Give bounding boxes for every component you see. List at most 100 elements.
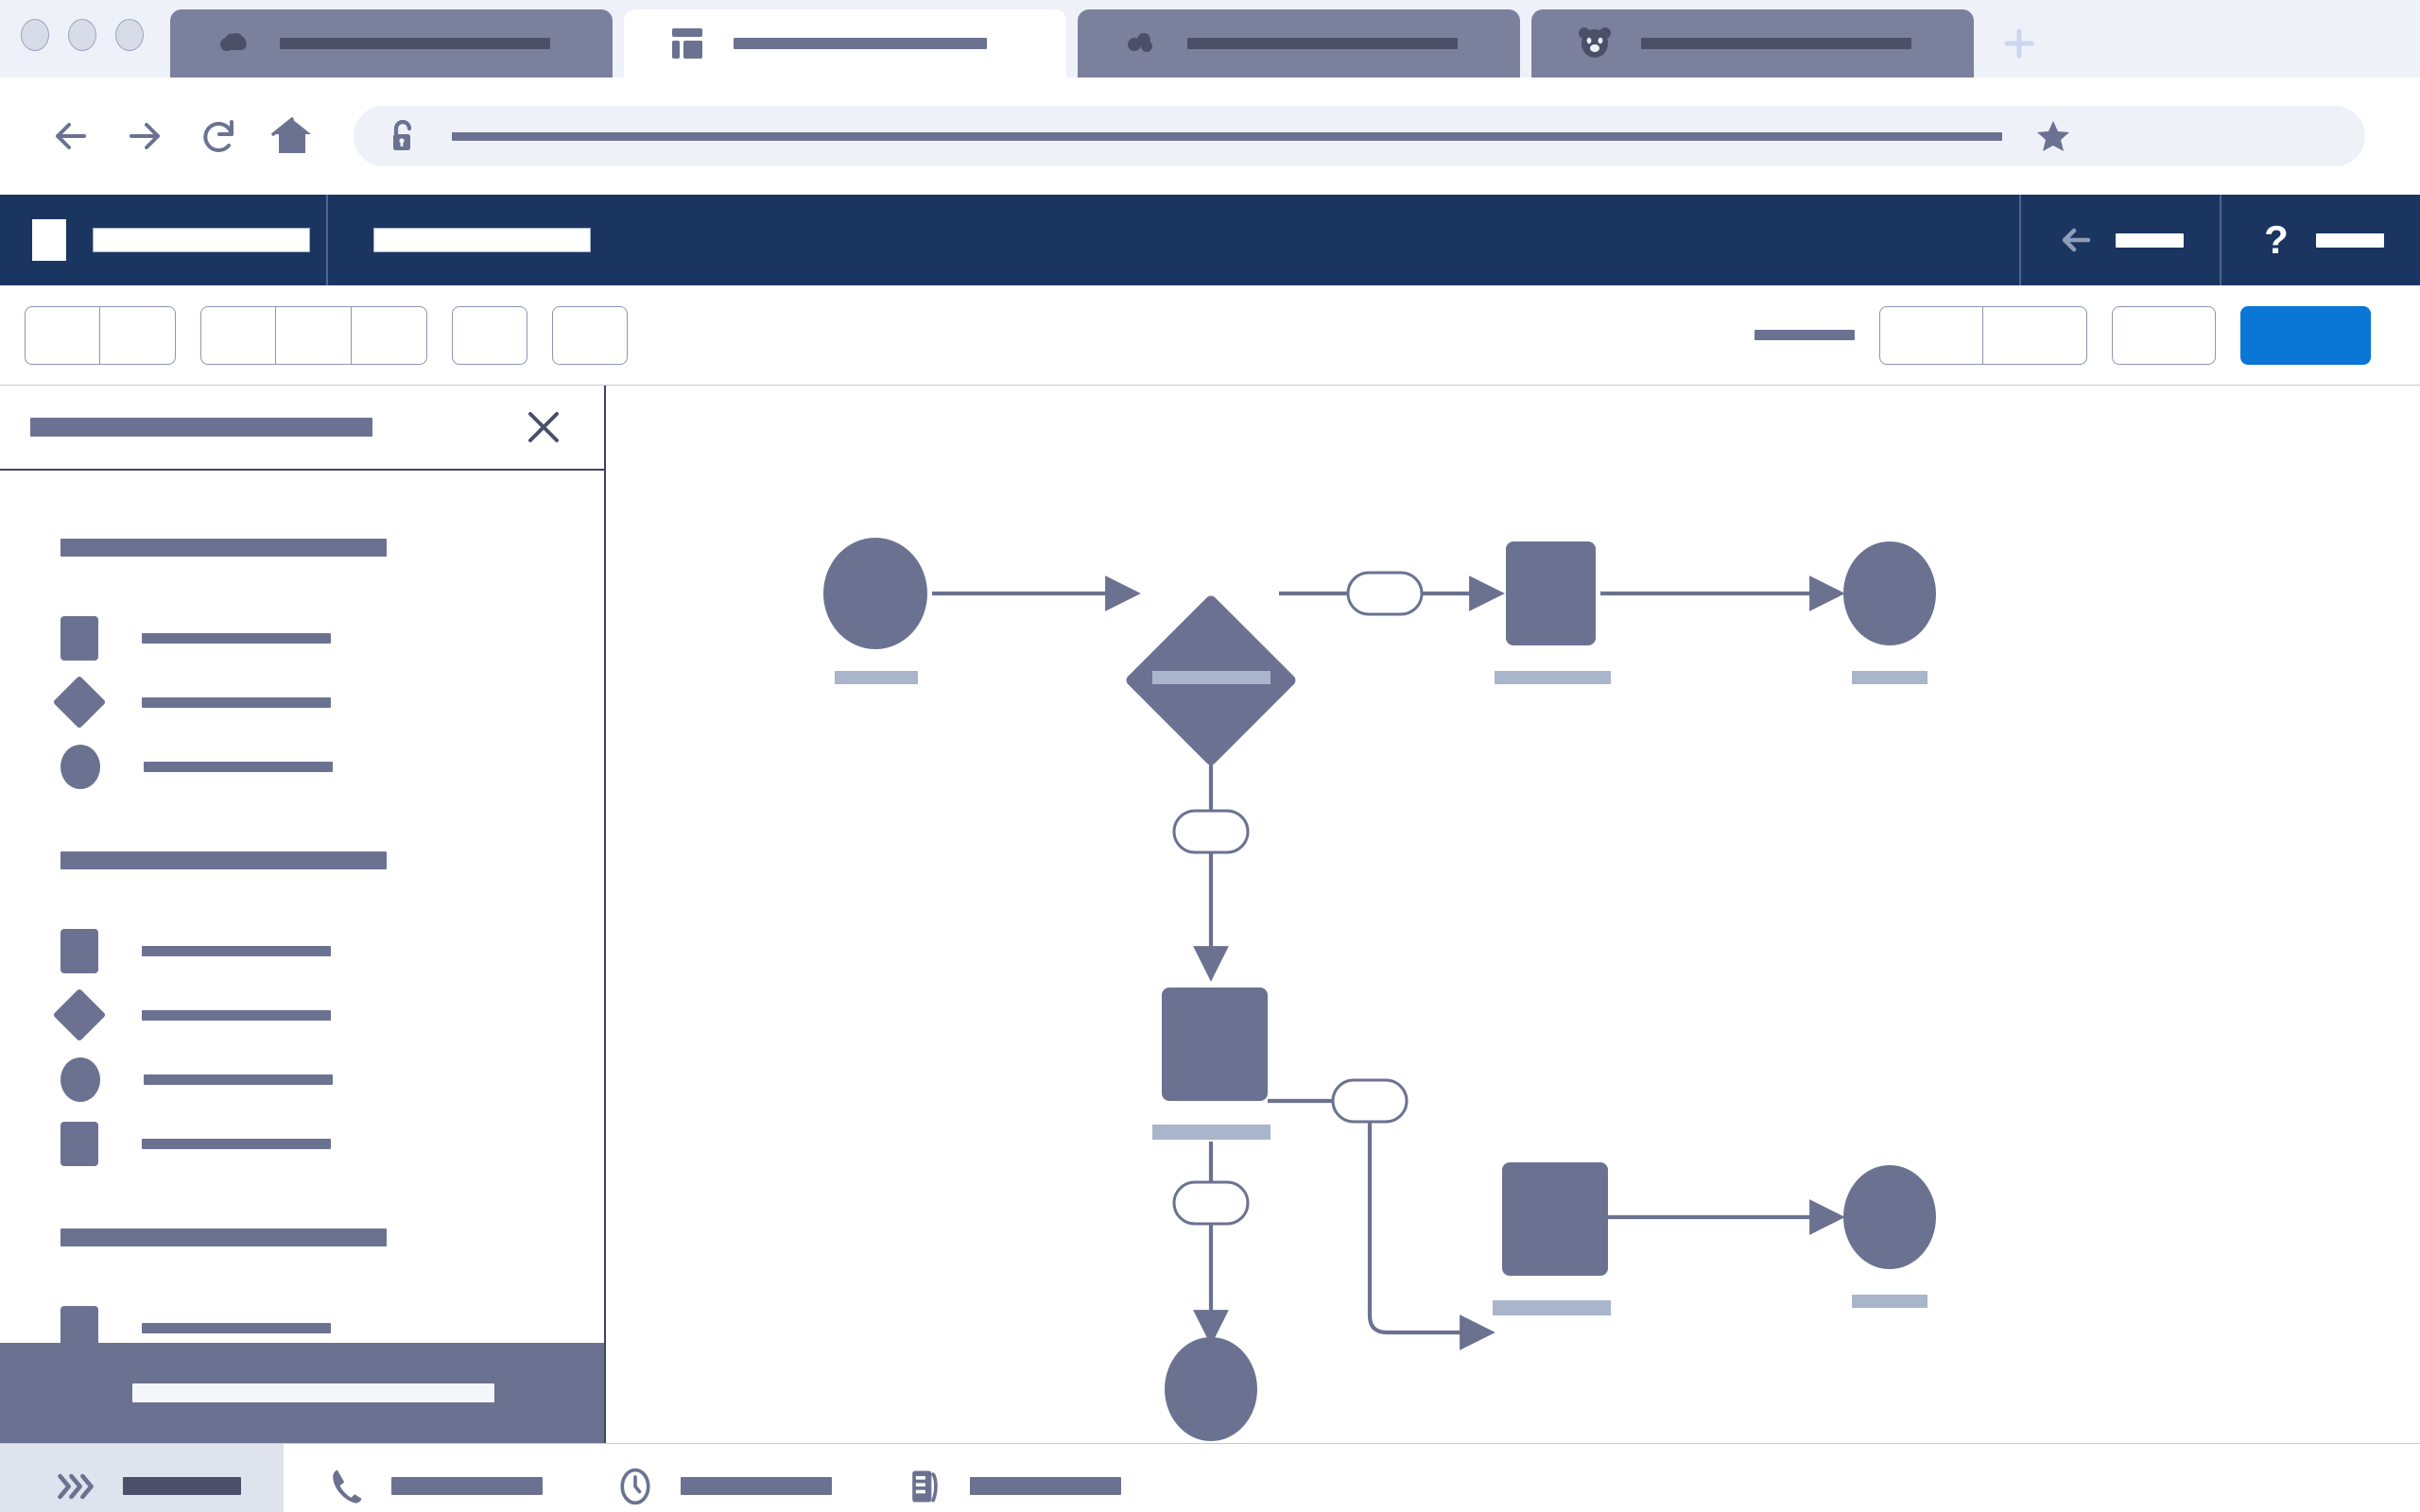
arrow-left-icon [2057, 221, 2095, 259]
toolbar-button-6[interactable] [452, 305, 527, 365]
edge-label-pill[interactable] [1331, 1078, 1409, 1124]
square-icon [60, 928, 98, 973]
sidebar-title [30, 418, 372, 437]
question-mark-icon: ? [2264, 217, 2289, 262]
toolbar-right-button-2[interactable] [1983, 305, 2087, 365]
sidebar-item-label [142, 632, 331, 644]
star-icon[interactable] [2034, 117, 2072, 155]
app-toolbar [0, 285, 2420, 386]
flow-node-start[interactable] [823, 538, 927, 649]
sidebar-item-label [144, 1074, 333, 1085]
sidebar-item-2-2[interactable] [52, 983, 604, 1047]
flow-node-end-2[interactable] [1843, 1165, 1936, 1269]
flow-node-end-1[interactable] [1843, 541, 1936, 645]
sidebar-item-label [142, 1009, 331, 1021]
sidebar-footer-overlay[interactable] [0, 1343, 604, 1443]
tab-title [1641, 38, 1911, 49]
tab-title [1187, 38, 1458, 49]
edge-label-pill[interactable] [1172, 809, 1250, 854]
toolbar-button-7[interactable] [552, 305, 628, 365]
toolbar-right-button-3[interactable] [2112, 305, 2216, 365]
window-controls [21, 19, 144, 51]
flow-node-task-3[interactable] [1502, 1162, 1608, 1276]
toolbar-button-3[interactable] [200, 305, 276, 365]
status-item-phone[interactable] [325, 1464, 614, 1509]
edge-n5-n6 [1268, 1098, 1495, 1350]
sidebar-section-1 [52, 539, 604, 799]
square-icon [60, 1121, 98, 1166]
sidebar-item-2-3[interactable] [60, 1047, 604, 1111]
close-dot[interactable] [21, 19, 49, 51]
sidebar-item-3-1[interactable] [60, 1296, 604, 1360]
maximize-dot[interactable] [115, 19, 144, 51]
flow-node-label [1852, 1295, 1927, 1308]
sidebar-expand-toggle[interactable] [0, 1444, 284, 1512]
flow-node-task-2[interactable] [1162, 988, 1268, 1101]
flow-edges [932, 576, 1845, 1350]
app-brand-title [93, 228, 310, 252]
double-chevron-right-icon [55, 1464, 96, 1509]
sidebar-item-2-1[interactable] [60, 919, 604, 983]
sidebar-item-2-4[interactable] [60, 1111, 604, 1176]
browser-tab-2-active[interactable] [624, 9, 1066, 77]
sidebar-section-2 [52, 851, 604, 1176]
toolbar-button-4[interactable] [276, 305, 352, 365]
app-brand[interactable] [0, 195, 328, 285]
bear-face-icon [1575, 24, 1615, 63]
edge-label-pill[interactable] [1346, 571, 1424, 616]
app-header-actions: ? [2019, 195, 2420, 285]
left-sidebar-panel [0, 386, 606, 1443]
browser-tab-3[interactable] [1078, 9, 1520, 77]
toolbar-right-group-1 [1879, 305, 2087, 365]
circle-icon [60, 1057, 100, 1102]
diamond-icon [52, 988, 107, 1042]
app-body [0, 386, 2420, 1443]
header-back-label [2116, 232, 2184, 248]
close-x-icon[interactable] [523, 406, 564, 448]
flow-node-label [1495, 671, 1611, 684]
diagram-canvas[interactable] [606, 386, 2420, 1443]
toolbar-button-5[interactable] [352, 305, 427, 365]
sidebar-item-label [142, 1138, 331, 1149]
home-button[interactable] [255, 99, 329, 173]
forward-button[interactable] [108, 99, 182, 173]
back-button[interactable] [34, 99, 108, 173]
browser-tab-4[interactable] [1531, 9, 1974, 77]
flow-node-label [1852, 671, 1927, 684]
sidebar-item-1-3[interactable] [60, 734, 604, 799]
sidebar-item-1-2[interactable] [52, 670, 604, 734]
status-item-clock[interactable] [614, 1464, 904, 1509]
address-bar[interactable] [354, 106, 2365, 166]
browser-tab-1[interactable] [170, 9, 613, 77]
toolbar-group-2 [200, 305, 427, 365]
flow-node-label [835, 671, 918, 684]
toolbar-status-label [1754, 330, 1855, 340]
edge-label-pill[interactable] [1172, 1180, 1250, 1226]
sidebar-header [0, 386, 604, 471]
status-item-label [391, 1477, 543, 1495]
sidebar-section-title [60, 851, 387, 869]
reload-button[interactable] [182, 99, 255, 173]
cloud-icon [214, 24, 253, 63]
sidebar-item-1-1[interactable] [60, 606, 604, 670]
toolbar-right-button-1[interactable] [1879, 305, 1983, 365]
new-tab-button[interactable] [1985, 9, 2053, 77]
toolbar-button-2[interactable] [100, 305, 176, 365]
square-icon [60, 1305, 98, 1350]
header-help-label [2316, 232, 2384, 248]
tab-strip [170, 9, 2053, 77]
header-help-action[interactable]: ? [2220, 195, 2420, 285]
flow-node-end-3[interactable] [1165, 1337, 1257, 1441]
toolbar-button-1[interactable] [25, 305, 100, 365]
app-section-title-wrap [328, 195, 2019, 285]
toolbar-primary-button[interactable] [2240, 305, 2371, 365]
browser-navigation-bar [0, 77, 2420, 195]
sidebar-item-label [142, 696, 331, 708]
edge-labels [1172, 571, 1424, 1226]
minimize-dot[interactable] [68, 19, 96, 51]
square-icon [60, 615, 98, 661]
header-back-action[interactable] [2019, 195, 2220, 285]
sidebar-toggle-label [123, 1477, 241, 1495]
flow-node-task-1[interactable] [1506, 541, 1596, 645]
status-item-note[interactable] [904, 1464, 1193, 1509]
